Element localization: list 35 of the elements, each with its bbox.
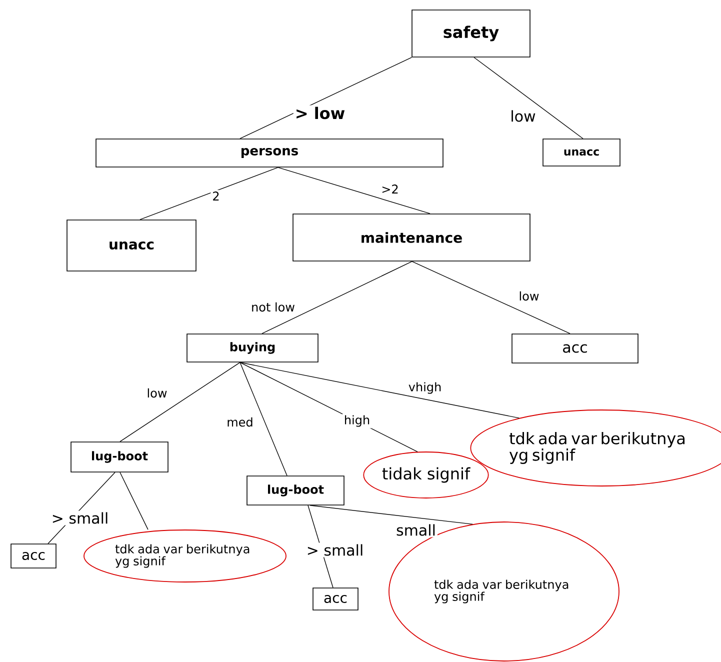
edge-label: small xyxy=(394,522,438,538)
edge-label: low xyxy=(145,386,169,400)
edge-label: low xyxy=(517,290,541,302)
branch-line xyxy=(240,57,412,139)
leaf-box: acc xyxy=(312,588,358,610)
tree-node-box: unacc xyxy=(542,138,620,166)
edge-label: low xyxy=(508,108,538,124)
branch-line xyxy=(474,57,584,139)
edge-label: > small xyxy=(304,542,366,558)
leaf-box: acc xyxy=(512,334,638,364)
branch-line xyxy=(310,505,473,525)
tree-node-box: lug-boot xyxy=(70,442,168,472)
branch-line xyxy=(120,472,148,530)
branch-line xyxy=(120,362,240,442)
branch-line xyxy=(278,167,430,214)
tree-node-box: unacc xyxy=(66,220,196,272)
edge-label: > small xyxy=(50,510,110,526)
tree-node-box: maintenance xyxy=(292,214,530,262)
edge-label: > low xyxy=(293,105,347,121)
tree-node-box: buying xyxy=(186,334,318,362)
branch-line xyxy=(240,362,520,418)
leaf-box: acc xyxy=(10,544,56,568)
edge-label: vhigh xyxy=(406,380,444,396)
edge-label: med xyxy=(225,416,255,428)
branch-line xyxy=(412,261,570,334)
tree-node-box: lug-boot xyxy=(246,476,344,506)
branch-line xyxy=(240,362,288,476)
branch-line xyxy=(140,167,278,220)
edge-label: high xyxy=(342,414,372,428)
tree-node-box: safety xyxy=(412,10,530,58)
tree-node-box: persons xyxy=(96,138,444,168)
edge-label: >2 xyxy=(380,183,400,195)
branch-line xyxy=(262,261,412,334)
edge-label: 2 xyxy=(210,190,222,202)
edge-label: not low xyxy=(250,300,296,314)
